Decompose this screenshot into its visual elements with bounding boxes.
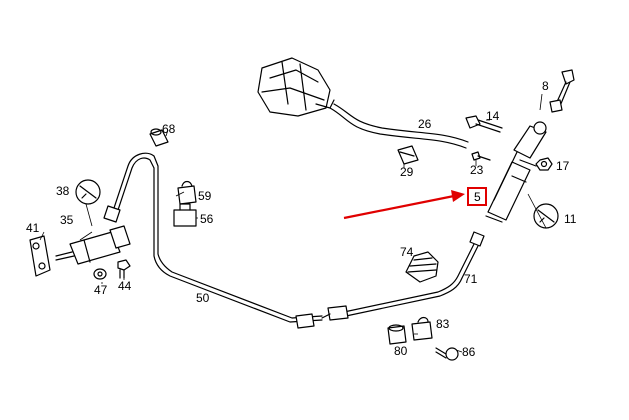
hose-26 (329, 103, 469, 149)
label-29: 29 (400, 165, 414, 179)
bushing-68 (149, 128, 169, 147)
nut-17 (535, 157, 553, 171)
washer-47 (93, 268, 107, 280)
label-68: 68 (162, 122, 176, 136)
gasket-41 (29, 235, 51, 277)
label-50: 50 (196, 291, 210, 305)
screw-23 (471, 151, 491, 161)
clamp-56 (173, 203, 197, 227)
push-rod-8 (549, 69, 575, 113)
label-83: 83 (436, 317, 450, 331)
label-80: 80 (394, 344, 408, 358)
fluid-reservoir (257, 57, 335, 117)
wrench-icon-38 (75, 179, 101, 205)
bolt-14 (465, 115, 503, 133)
label-59: 59 (198, 189, 212, 203)
leader-lines (39, 93, 547, 353)
label-35: 35 (60, 213, 74, 227)
label-47: 47 (94, 283, 108, 297)
label-5: 5 (474, 190, 481, 204)
label-56: 56 (200, 212, 214, 226)
highlight-arrow-head (451, 190, 465, 202)
wrench-icon-11 (533, 203, 559, 229)
label-17: 17 (556, 159, 570, 173)
boot-74 (405, 251, 439, 283)
label-26: 26 (418, 117, 432, 131)
part-labels: 5 8 11 14 17 23 26 29 35 38 41 44 47 50 … (26, 79, 577, 359)
slave-cylinder-35 (55, 225, 131, 265)
label-74: 74 (400, 245, 414, 259)
bushing-80 (387, 324, 407, 345)
label-11: 11 (564, 212, 577, 226)
highlight-box (467, 187, 487, 206)
screw-86 (435, 347, 459, 361)
label-14: 14 (486, 109, 500, 123)
label-8: 8 (542, 79, 549, 93)
label-44: 44 (118, 279, 132, 293)
label-41: 41 (26, 221, 40, 235)
label-38: 38 (56, 184, 70, 198)
pipe-71 (327, 231, 485, 321)
highlight-callout (343, 187, 487, 220)
label-86: 86 (462, 345, 476, 359)
bolt-44 (117, 259, 131, 279)
cylinder-5 (485, 121, 547, 223)
label-23: 23 (470, 163, 484, 177)
label-71: 71 (464, 272, 478, 286)
clip-83 (411, 316, 433, 341)
pipe-50 (103, 152, 331, 329)
clip-59 (177, 180, 197, 205)
grommet-29 (397, 145, 419, 165)
highlight-arrow (343, 194, 455, 220)
